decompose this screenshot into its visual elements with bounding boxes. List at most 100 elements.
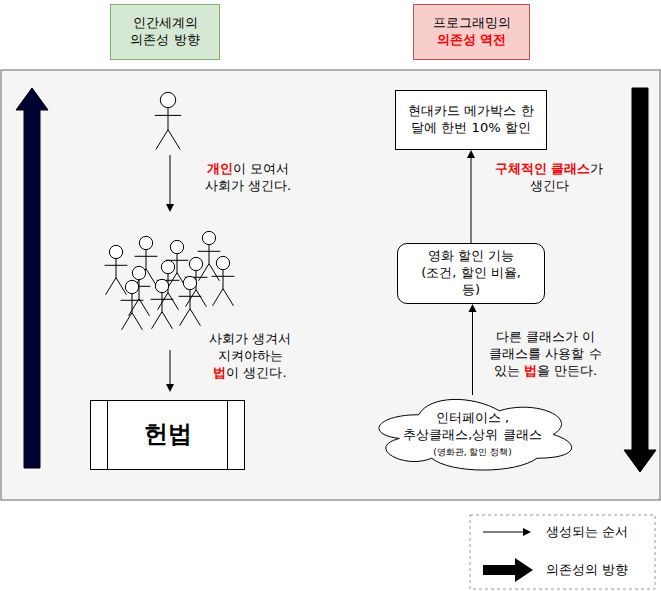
node-content: 헌법 [144,419,192,450]
annotation-text: 구체적인 클래스가 생긴다 [490,161,608,195]
node-text: 헌법 [144,419,192,450]
node-text: 프로그래밍의 의존성 역전 [430,15,514,49]
figure-limb [132,294,133,313]
emphasis: 구체적인 클래스 [495,161,591,176]
figure-head [202,231,215,244]
figure-limb [223,270,224,289]
node-content: 현대카드 메가박스 한 달에 한번 10% 할인 [401,103,541,137]
figure-limb [213,289,223,306]
figure-limb [180,309,190,326]
figure-limb [162,293,163,312]
stick-figure [121,280,144,329]
figure-limb [146,250,147,269]
figure-limb [155,115,181,116]
annotation-text: 개인이 모여서 사회가 생긴다. [198,161,298,195]
figure-limb [116,259,117,278]
node-text: 인간세계의 의존성 방향 [125,15,205,49]
stick-figures [105,92,235,329]
emphasis: 개인 [207,161,233,176]
process-edge-line [227,401,228,469]
connector-line [471,157,472,243]
emphasis: 법 [213,365,226,380]
figure-head [132,266,145,279]
node-text: (영화관, 할인 정책) [433,447,512,459]
annotation-text: 다른 클래스가 이 클래스를 사용할 수 있는 법을 만든다. [478,329,613,380]
figure-limb [223,289,233,306]
figure-limb [146,269,156,286]
figure-limb [212,276,235,277]
figure-head [160,92,175,107]
flow-arrow [166,350,174,392]
dependency-arrow-down [624,88,656,472]
feature-box: 영화 할인 기능 (조건, 할인 비율, 등) [397,243,545,304]
arrow-head [469,304,477,312]
stick-figure [198,231,221,280]
figure-limb [139,299,149,316]
figure-head [189,257,202,270]
annotation-text: 사회가 생겨서 지켜야하는 법이 생긴다. [208,331,292,382]
legend-text: 의존성의 방향 [546,562,628,579]
figure-limb [177,254,178,273]
figure-head [139,236,152,249]
connector [467,150,475,243]
node-text: 인터페이스 , 추상클래스,상위 클래스 [403,410,543,444]
class-box: 현대카드 메가박스 한 달에 한번 10% 할인 [395,90,547,150]
figure-head [183,276,196,289]
connector [469,304,477,395]
figure-limb [158,293,168,310]
figure-head [109,245,122,258]
flow-arrow [166,155,174,212]
figure-limb [168,108,169,130]
node-text: 영화 할인 기능 (조건, 할인 비율, 등) [419,248,523,299]
node-content: 프로그래밍의 의존성 역전 [430,15,514,49]
legend-frame [470,515,655,589]
cloud-shape: 인터페이스 , 추상클래스,상위 클래스 (영화관, 할인 정책) [365,395,580,474]
node-text: 현대카드 메가박스 한 달에 한번 10% 할인 [401,103,541,137]
stick-figure [105,245,128,294]
process-box: 헌법 [90,400,245,470]
figure-limb [121,300,144,301]
figure-limb [106,278,116,295]
figure-limb [129,299,139,316]
figure-limb [209,245,210,264]
figure-limb [168,293,178,310]
figure-limb [135,256,158,257]
figure-head [155,279,168,292]
stick-figure [212,256,235,305]
figure-limb [105,265,128,266]
figure-limb [122,313,132,330]
figure-head [125,280,138,293]
figure-head [170,240,183,253]
stick-figure [151,279,174,328]
figure-head [216,256,229,269]
header-box: 인간세계의 의존성 방향 [110,4,220,60]
dependency-arrow-up [16,88,48,468]
emphasis: 의존성 역전 [437,32,507,47]
node-content: 영화 할인 기능 (조건, 할인 비율, 등) [419,248,523,299]
legend-swatch [483,558,533,582]
stick-figure [179,276,202,325]
figure-limb [168,130,180,150]
figure-limb [152,312,162,329]
emphasis: 법 [524,363,537,378]
figure-limb [190,309,200,326]
cloud-path [379,399,572,470]
legend-swatch [483,528,531,536]
arrow-head [467,150,475,158]
figure-limb [156,130,168,150]
stick-figure [155,92,181,149]
node-content: 인간세계의 의존성 방향 [125,15,205,49]
header-box: 프로그래밍의 의존성 역전 [413,4,530,60]
figure-limb [162,312,172,329]
figure-limb [190,290,191,309]
node-content: 인터페이스 , 추상클래스,상위 클래스 (영화관, 할인 정책) [403,410,543,458]
connector-line [472,311,473,395]
process-edge-line [107,401,108,469]
figure-limb [132,313,142,330]
figure-head [161,260,174,273]
main-panel [1,70,660,500]
figure-limb [116,278,126,295]
